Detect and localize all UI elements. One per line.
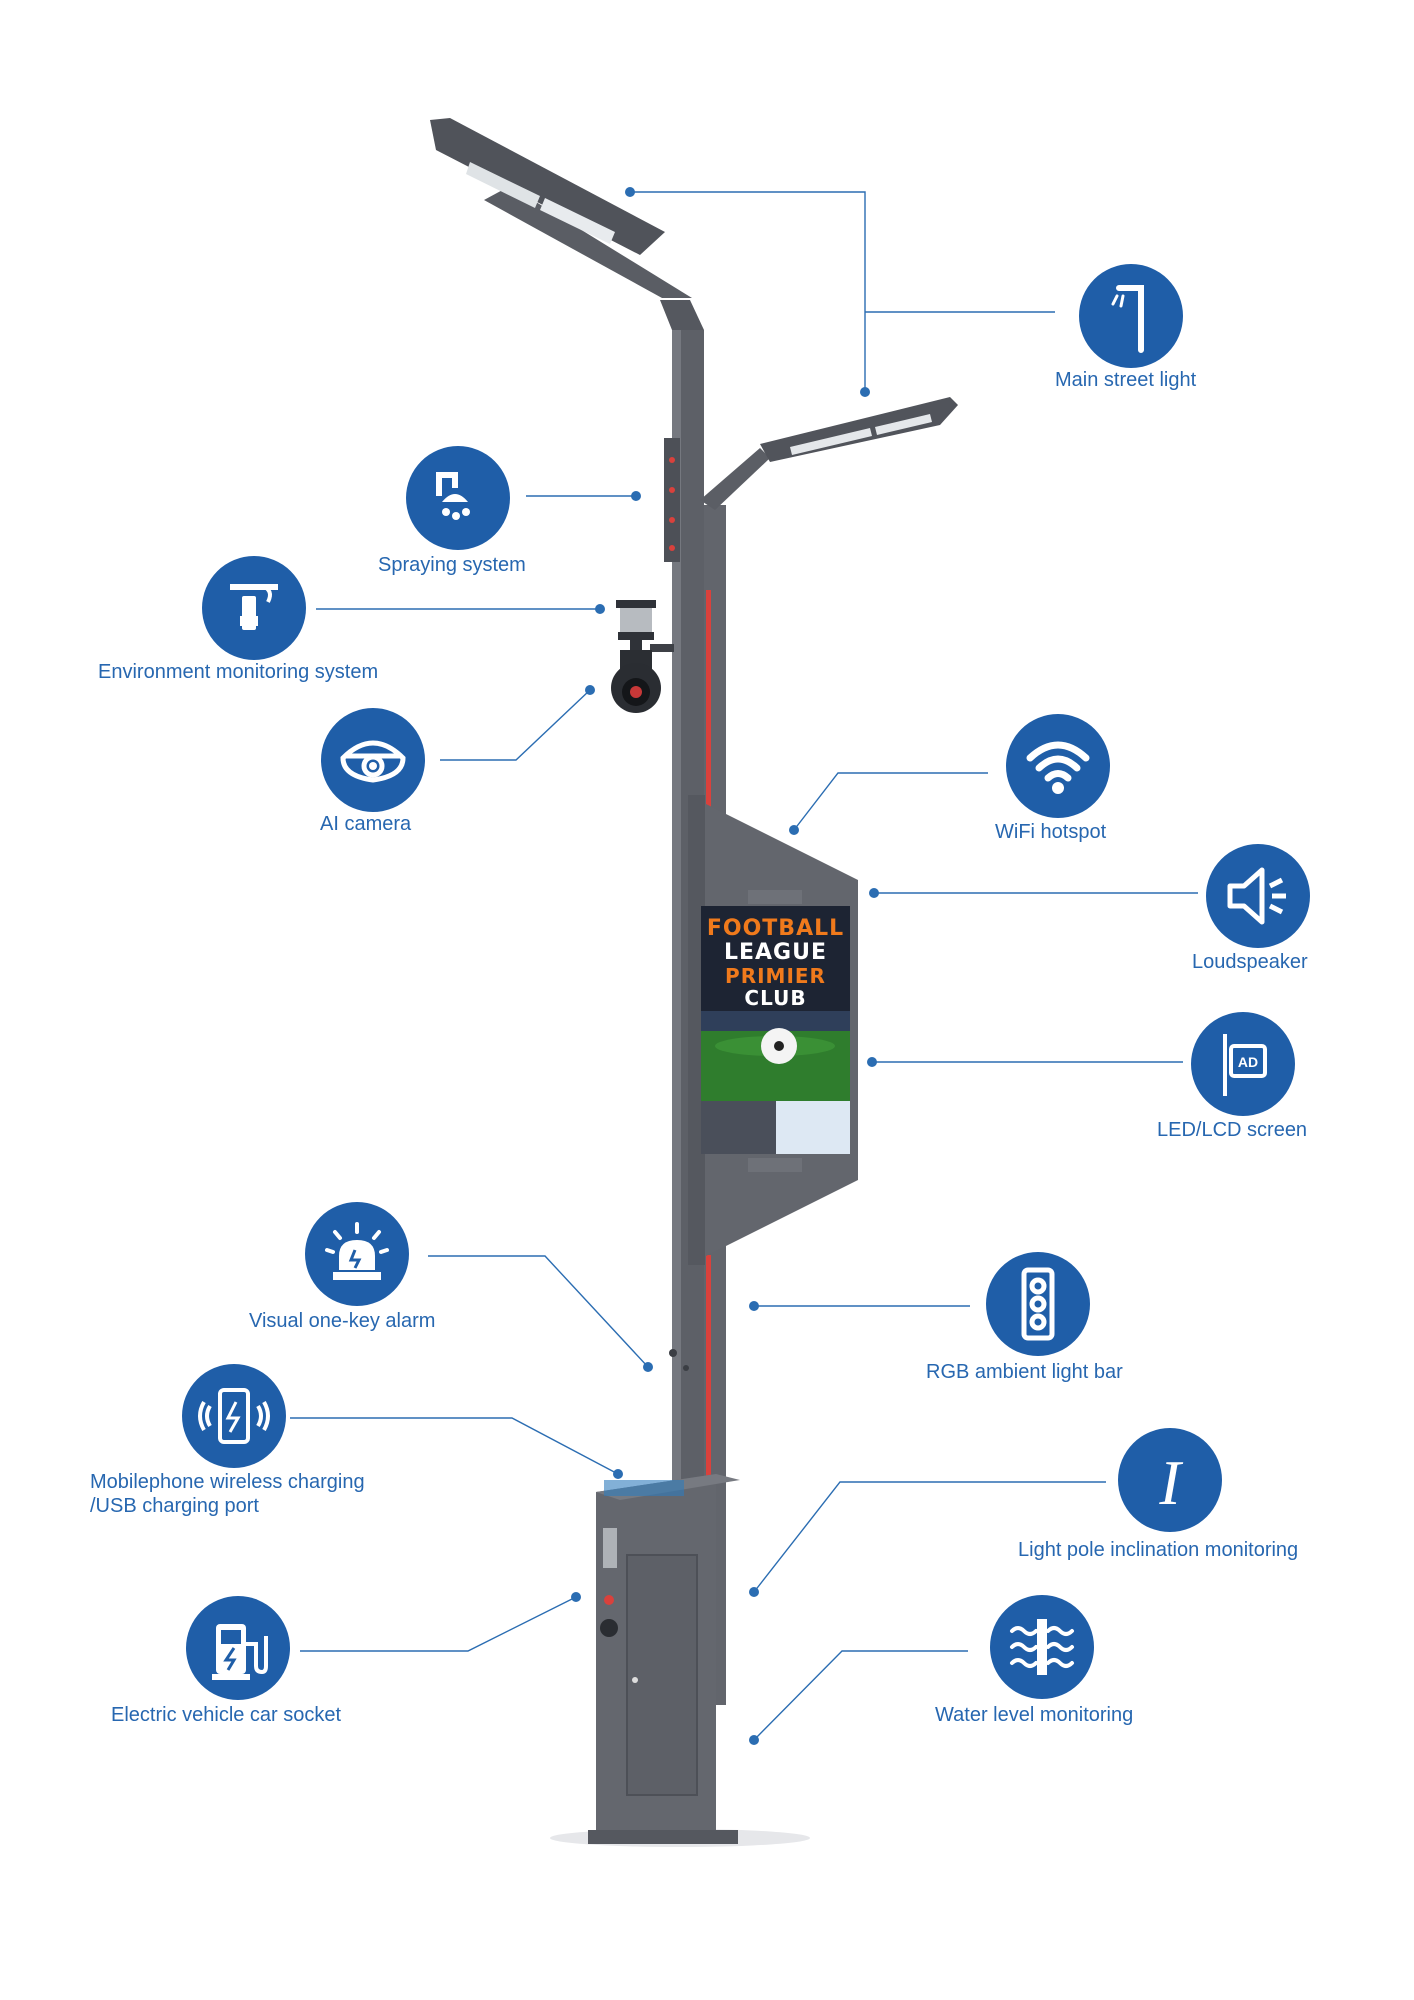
connector-ai-camera [440,689,591,761]
pole-base-plate [588,1830,738,1844]
sprinkler-module [664,438,680,562]
secondary-lamp-led-2 [875,414,932,435]
secondary-lamp-led [790,428,872,455]
connector-alarm [428,1255,649,1368]
screen-ad-line-2: LEAGUE [723,940,828,965]
sprinkler-icon [406,446,510,550]
wireless-charging-icon [182,1364,286,1468]
sensor-top [616,600,656,608]
screen-ad-line-3: PRIMIER [725,964,826,988]
ad-screen-icon: AD [1191,1012,1295,1116]
water-level-icon [990,1595,1094,1699]
connector-dot [860,387,870,397]
feature-label: Mobilephone wireless charging /USB charg… [90,1471,365,1517]
sensor-icon [202,556,306,660]
feature-label: Electric vehicle car socket [111,1704,342,1726]
connector-dot [613,1469,623,1479]
ev-charger-icon [186,1596,290,1700]
cabinet-door [626,1554,698,1796]
led-screen-art [701,906,850,1154]
screen-ad-line-1: FOOTBALL [706,916,845,941]
sensor-neck [630,640,642,650]
screen-vent-top [748,890,802,904]
svg-text:AD: AD [1238,1054,1258,1070]
main-lamp-led-2 [540,198,615,244]
pole-top-cap [660,300,704,330]
connector-water [753,1650,968,1741]
module-dot [669,517,675,523]
connector-dot [869,888,879,898]
connector-charging [290,1417,619,1475]
connector-dot [571,1592,581,1602]
ev-socket [600,1619,618,1637]
wireless-pad [604,1480,684,1496]
alarm-indicator [683,1365,689,1371]
secondary-lamp-head [760,397,958,462]
connector-dot [789,825,799,835]
feature-label: AI camera [320,813,412,835]
connector-inclination [753,1481,1106,1593]
connector-dot [585,685,595,695]
connector-dots [571,187,879,1745]
feature-label: Spraying system [378,554,526,576]
door-lock [632,1677,638,1683]
feature-label: RGB ambient light bar [926,1361,1123,1383]
connector-dot [867,1057,877,1067]
main-lamp-head [430,118,665,255]
alarm-button [669,1349,677,1357]
feature-label: Visual one-key alarm [249,1310,436,1332]
speaker-icon [1206,844,1310,948]
module-dot [669,545,675,551]
screen-cabinet-side [688,795,705,1265]
connector-dot [643,1362,653,1372]
screen-vent-bottom [748,1158,802,1172]
light-bar-icon [986,1252,1090,1356]
connector-dot [749,1301,759,1311]
secondary-arm [700,448,770,510]
connector-main-street-light [630,191,866,392]
inclination-icon: I [1118,1428,1222,1532]
module-dot [669,457,675,463]
connector-dot [749,1735,759,1745]
module-dot [669,487,675,493]
connector-dot [749,1587,759,1597]
pole-shaft-highlight [672,330,681,1830]
sensor-body [620,608,652,632]
connector-dot [631,491,641,501]
street-lamp-icon [1079,264,1183,368]
connector-wifi [793,772,988,831]
usb-ports [603,1528,617,1568]
connector-dot [625,187,635,197]
svg-text:I: I [1158,1447,1183,1518]
feature-label: Main street light [1055,369,1197,391]
connector-ev [300,1596,577,1652]
alarm-light-icon [305,1202,409,1306]
feature-label: Environment monitoring system [98,661,379,683]
ev-indicator [604,1595,614,1605]
screen-ad-line-4: CLUB [744,986,807,1010]
feature-label: Loudspeaker [1192,951,1308,973]
rgb-light-bar-lower [706,1255,711,1675]
main-lamp-arm [484,186,692,298]
wifi-icon [1006,714,1110,818]
feature-label: WiFi hotspot [995,821,1107,843]
connector-lines [290,191,1198,1741]
led-screen-display: FOOTBALL LEAGUE PRIMIER CLUB [701,906,850,1154]
dome-camera-icon [321,708,425,812]
connector-dot [595,604,605,614]
feature-label: Light pole inclination monitoring [1018,1539,1299,1561]
rgb-light-bar-upper [706,590,711,810]
camera-bracket [650,644,674,652]
main-lamp-led [466,162,540,208]
sensor-base [618,632,654,640]
feature-label: Water level monitoring [935,1704,1134,1726]
feature-label: LED/LCD screen [1157,1119,1308,1141]
camera-lens-core [630,686,642,698]
